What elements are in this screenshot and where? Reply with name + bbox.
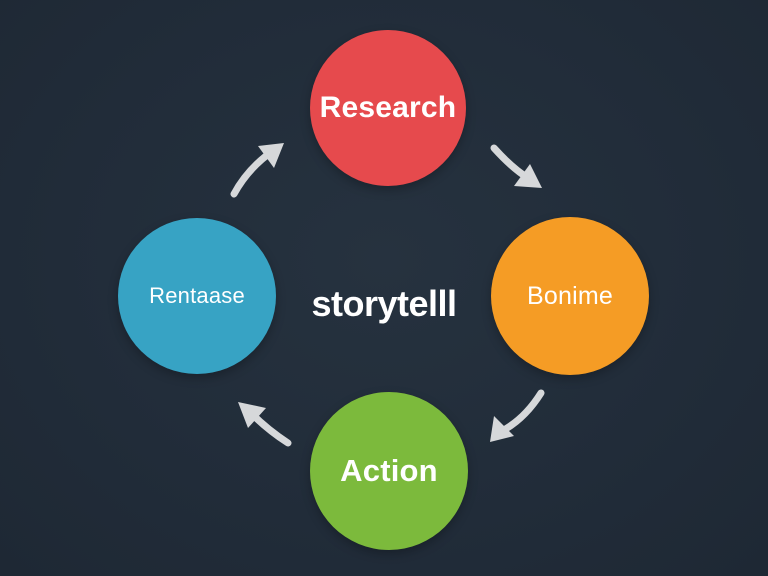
arrow-bonime-to-action <box>490 389 545 442</box>
rentaase-label: Rentaase <box>149 283 245 308</box>
action-label: Action <box>340 453 438 488</box>
bonime-label: Bonime <box>527 281 613 310</box>
arrow-rentaase-to-research <box>230 143 284 198</box>
rentaase-node: Rentaase <box>118 218 276 374</box>
research-label: Research <box>319 91 457 124</box>
research-node: Research <box>310 30 466 186</box>
arrow-research-to-bonime <box>490 144 542 188</box>
bonime-node: Bonime <box>491 217 649 375</box>
center-title: storytelll <box>311 283 457 324</box>
action-node: Action <box>310 392 468 550</box>
arrow-action-to-rentaase <box>238 402 292 447</box>
